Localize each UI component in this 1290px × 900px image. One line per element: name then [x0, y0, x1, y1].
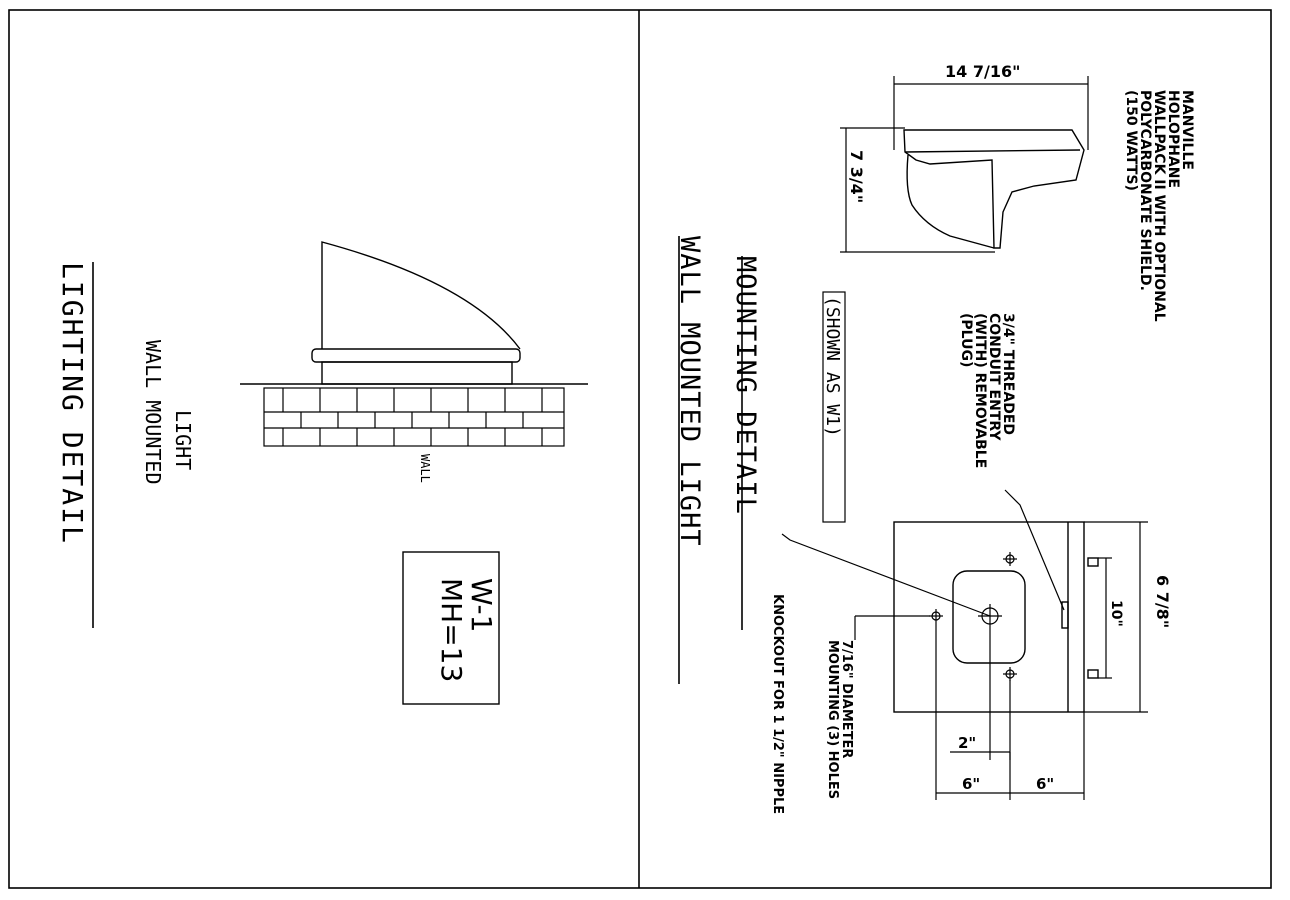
knockout-leader [781, 533, 991, 617]
lighting-detail-title: LIGHTING DETAIL [56, 262, 89, 545]
fixture-note-line-2: HOLOPHANE [1165, 90, 1181, 188]
right-panel: MOUNTING DETAIL WALL MOUNTED LIGHT (SHOW… [674, 62, 1195, 814]
subtitle-light: LIGHT [171, 410, 195, 470]
left-panel: LIGHTING DETAIL LIGHT WALL MOUNTED [56, 241, 588, 705]
dim-back-height [1084, 521, 1148, 713]
mounting-detail-title: MOUNTING DETAIL [730, 256, 761, 515]
wall-brick-hatch [263, 387, 565, 447]
subtitle-wall-mounted: WALL MOUNTED [141, 340, 165, 485]
fixture-note-line-4: POLYCARBONATE SHIELD. [1137, 90, 1153, 291]
dim-height-side [840, 127, 995, 253]
fixture-profile-view [903, 129, 1085, 249]
shown-as-box [822, 291, 846, 523]
mounting-note-line-1: 7/16" DIAMETER [839, 640, 854, 758]
dim-slot-spacing [1098, 557, 1112, 679]
dim-offset-2 [950, 628, 1011, 760]
mounting-note-line-2: MOUNTING (3) HOLES [825, 640, 840, 799]
dim-offset-6b-label: 6" [1036, 775, 1054, 793]
dim-back-height-label: 6 7/8" [1153, 575, 1172, 628]
mounting-hole-3 [1003, 667, 1017, 681]
fixture-tag-mounting-height: MH=13 [435, 578, 468, 682]
wall-label: WALL [418, 454, 432, 483]
back-plate-view [893, 521, 1099, 713]
mounting-hole-1 [1003, 552, 1017, 566]
conduit-note-line-2: CONDUIT ENTRY [986, 313, 1002, 441]
sheet-border [8, 9, 1272, 889]
dim-offset-6 [935, 623, 1085, 800]
fixture-tag-box [402, 551, 500, 705]
fixture-side-elevation [311, 241, 521, 385]
dim-width-top-label: 14 7/16" [945, 62, 1020, 81]
fixture-note-line-3: WALLPACK II WITH OPTIONAL [1151, 90, 1167, 322]
dim-slot-spacing-label: 10" [1108, 600, 1124, 627]
dim-offset-6a-label: 6" [962, 775, 980, 793]
fixture-note-line-1: MANVILLE [1179, 90, 1195, 170]
conduit-note-line-1: 3/4" THREADED [1000, 313, 1016, 435]
knockout-note: KNOCKOUT FOR 1 1/2" NIPPLE [770, 594, 785, 814]
fixture-note-line-5: (150 WATTS) [1123, 90, 1139, 191]
conduit-note-line-4: (PLUG) [958, 313, 974, 367]
dim-offset-2-label: 2" [958, 734, 976, 752]
mounting-hole-2 [929, 609, 943, 623]
conduit-note: 3/4" THREADED CONDUIT ENTRY (WITH) REMOV… [958, 313, 1016, 468]
conduit-note-line-3: (WITH) REMOVABLE [972, 313, 988, 468]
shown-as-label: (SHOWN AS W1) [822, 296, 843, 437]
dim-height-side-label: 7 3/4" [847, 150, 866, 203]
conduit-leader [1004, 489, 1065, 611]
fixture-note: MANVILLE HOLOPHANE WALLPACK II WITH OPTI… [1123, 90, 1195, 322]
dim-width-top [893, 76, 1089, 150]
fixture-tag-type: W-1 [465, 578, 498, 632]
